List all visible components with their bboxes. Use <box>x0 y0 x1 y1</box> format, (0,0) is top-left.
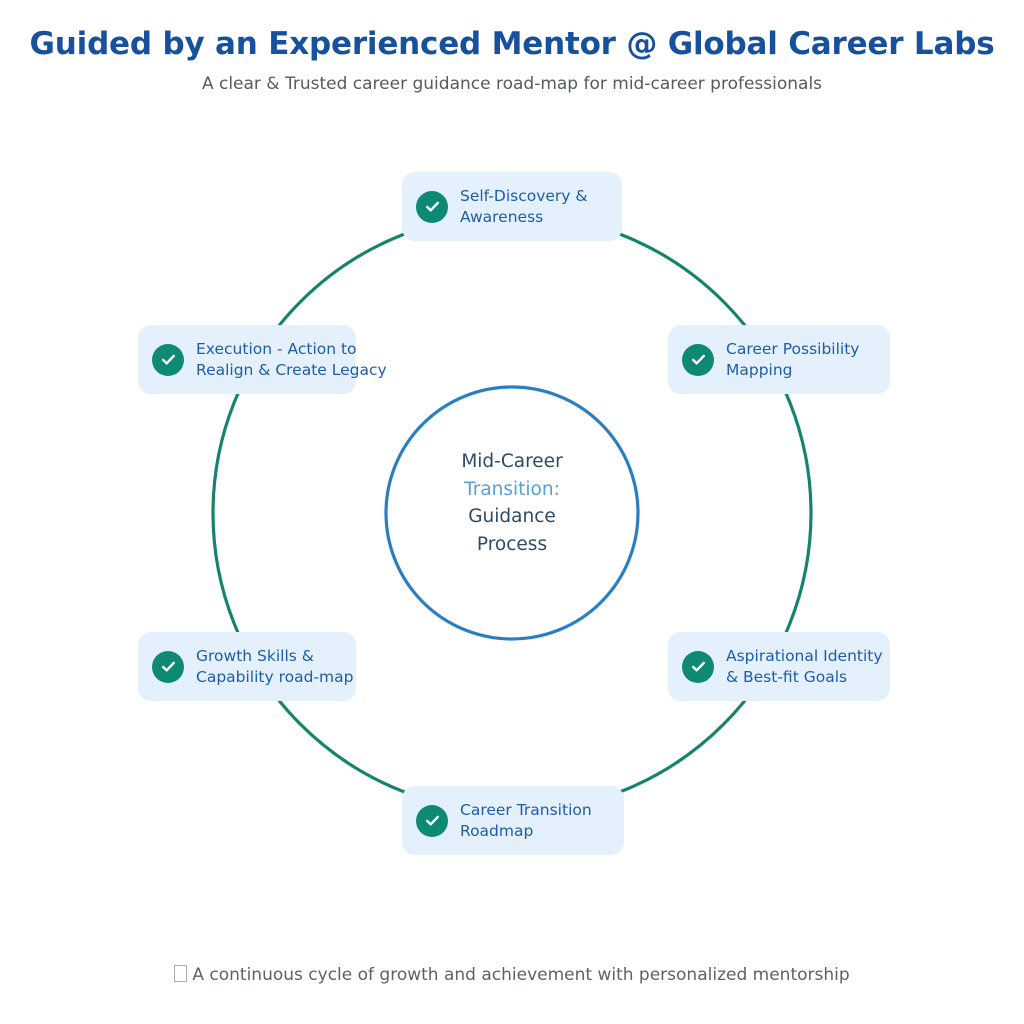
node-career-transition-roadmap[interactable]: Career Transition Roadmap <box>402 786 624 855</box>
inner-center-circle <box>384 385 640 641</box>
node-label-line-2: Realign & Create Legacy <box>196 360 387 379</box>
node-label-line-1: Career Possibility <box>726 340 860 358</box>
footer-note: A continuous cycle of growth and achieve… <box>0 962 1024 988</box>
node-label: Career Transition Roadmap <box>460 800 592 841</box>
node-label-line-2: Roadmap <box>460 821 534 840</box>
node-label: Aspirational Identity & Best-fit Goals <box>726 646 883 687</box>
node-label: Growth Skills & Capability road-map <box>196 646 353 687</box>
node-label-line-1: Aspirational Identity <box>726 647 883 665</box>
check-circle-icon <box>152 650 184 683</box>
check-circle-icon <box>152 343 184 376</box>
center-line-4: Process <box>476 533 548 555</box>
node-label-line-1: Execution - Action to <box>196 340 357 358</box>
node-label-line-2: Capability road-map <box>196 667 354 686</box>
center-label: Mid-Career Transition: Guidance Process <box>392 448 632 558</box>
node-execution-realign-legacy[interactable]: Execution - Action to Realign & Create L… <box>138 325 387 394</box>
node-label-line-2: & Best-fit Goals <box>726 667 848 686</box>
node-label-line-1: Self-Discovery & <box>460 187 588 205</box>
center-line-2: Transition: <box>464 478 560 500</box>
node-label: Career Possibility Mapping <box>726 339 859 380</box>
check-circle-icon <box>416 190 448 223</box>
page-subtitle: A clear & Trusted career guidance road-m… <box>201 74 823 94</box>
page-title: Guided by an Experienced Mentor @ Global… <box>29 26 995 62</box>
check-circle-icon <box>682 343 714 376</box>
center-line-1: Mid-Career <box>461 451 563 472</box>
check-circle-icon <box>416 804 448 837</box>
check-circle-icon <box>682 650 714 683</box>
node-label: Self-Discovery & Awareness <box>460 186 587 227</box>
missing-glyph-icon <box>174 965 188 982</box>
node-label: Execution - Action to Realign & Create L… <box>196 339 387 380</box>
node-label-line-2: Mapping <box>726 360 793 379</box>
node-label-line-1: Career Transition <box>460 801 592 819</box>
node-label-line-2: Awareness <box>460 207 544 226</box>
footer-text: A continuous cycle of growth and achieve… <box>192 965 850 985</box>
node-career-possibility-mapping[interactable]: Career Possibility Mapping <box>668 325 890 394</box>
node-aspirational-identity-goals[interactable]: Aspirational Identity & Best-fit Goals <box>668 632 890 701</box>
center-line-3: Guidance <box>468 506 556 527</box>
node-label-line-1: Growth Skills & <box>196 647 314 665</box>
node-growth-skills-capability-roadmap[interactable]: Growth Skills & Capability road-map <box>138 632 356 701</box>
node-self-discovery-awareness[interactable]: Self-Discovery & Awareness <box>402 172 622 241</box>
header: Guided by an Experienced Mentor @ Global… <box>0 24 1024 96</box>
